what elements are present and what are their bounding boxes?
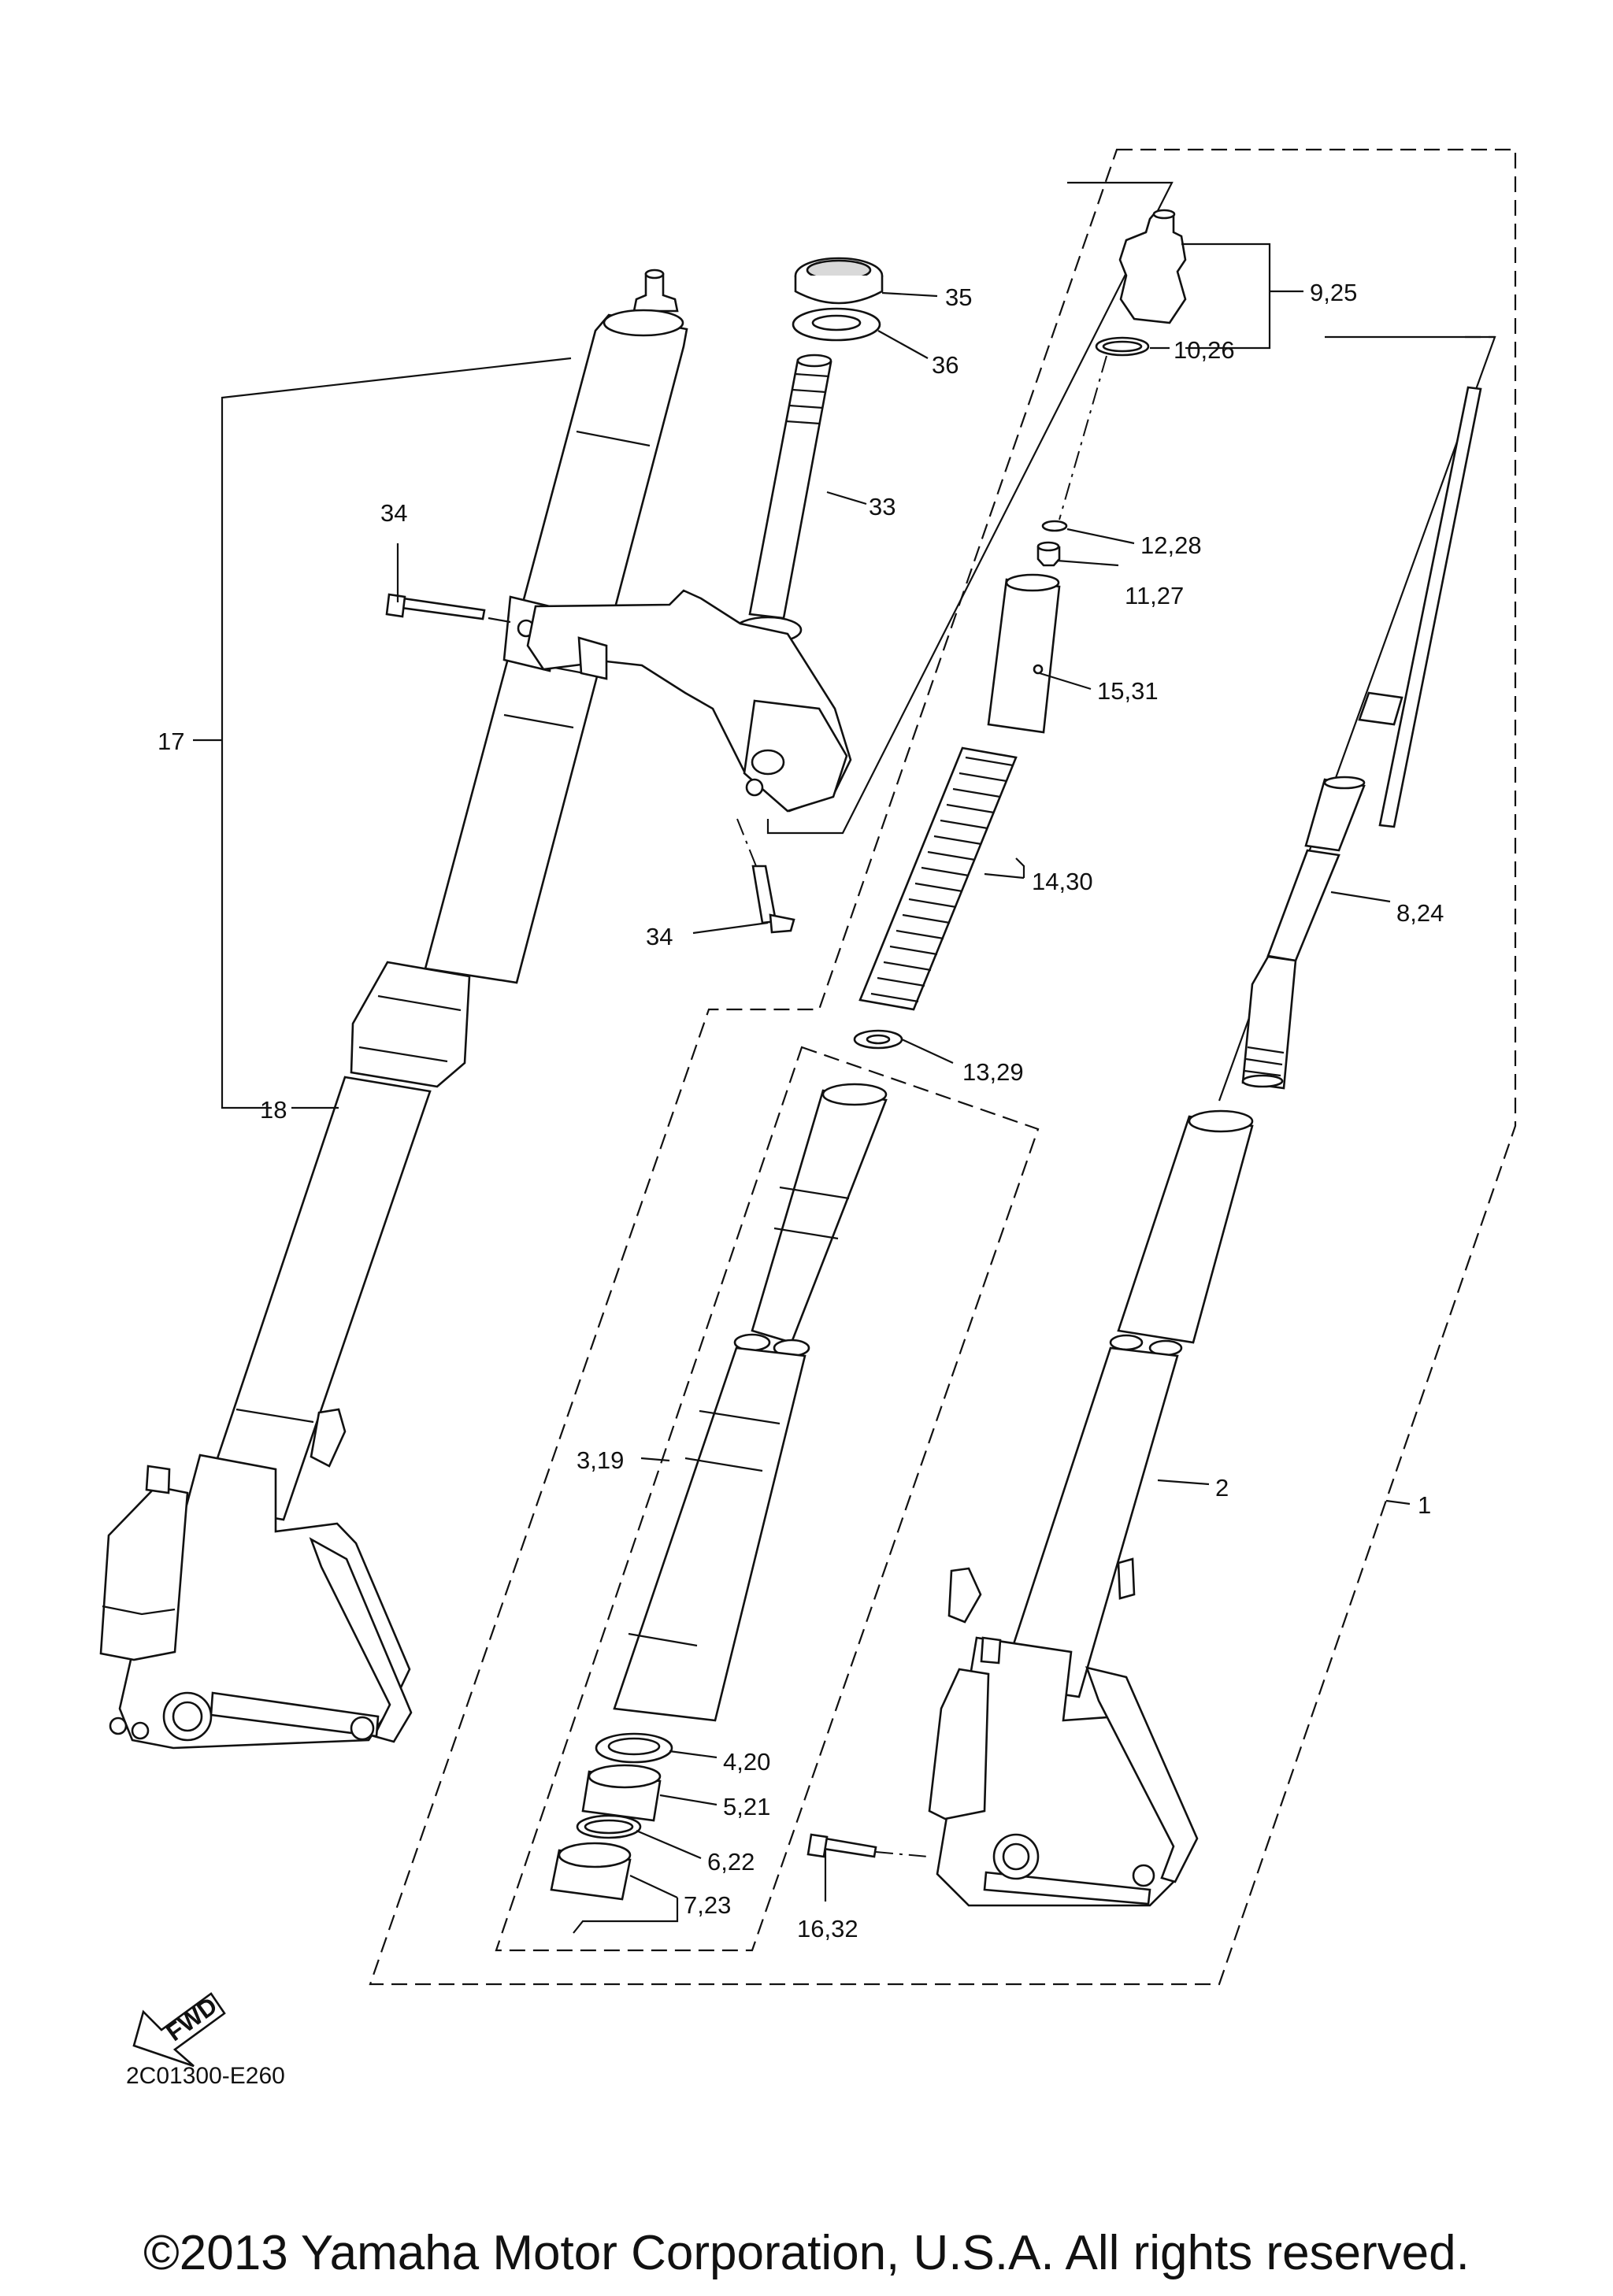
diagram-code: 2C01300-E260 (126, 2063, 285, 2089)
callout-2: 2 (1215, 1474, 1229, 1502)
left-fork-assembly (99, 268, 688, 1750)
clip-6 (576, 1814, 642, 1839)
outer-assembly-frame (369, 148, 1517, 1986)
steering-bearing (794, 257, 884, 305)
callout-34-lower: 34 (646, 923, 673, 950)
dust-seal-4 (595, 1732, 673, 1764)
callout-4-20: 4,20 (723, 1748, 770, 1776)
callout-15-31: 15,31 (1097, 677, 1159, 705)
callout-13-29: 13,29 (962, 1058, 1024, 1086)
seal-7 (550, 1842, 632, 1901)
callout-8-24: 8,24 (1396, 899, 1444, 927)
bolt-34-lower (751, 865, 795, 934)
inner-tube (613, 1083, 888, 1722)
callout-34-upper: 34 (380, 499, 407, 527)
fork-spring (858, 746, 1018, 1011)
bolt-34-upper (385, 593, 486, 620)
callout-10-26: 10,26 (1174, 336, 1235, 364)
callout-14-30: 14,30 (1032, 868, 1093, 895)
adjuster-rod-11 (1036, 541, 1061, 567)
fork-cap-bolt (1118, 209, 1187, 324)
callout-6-22: 6,22 (707, 1848, 755, 1876)
washer-12 (1041, 520, 1068, 532)
steering-stem-assembly (526, 354, 852, 813)
callout-3-19: 3,19 (577, 1446, 624, 1474)
callout-5-21: 5,21 (723, 1793, 770, 1820)
fwd-arrow-icon: FWD (132, 1991, 226, 2068)
callout-1: 1 (1418, 1491, 1431, 1519)
callout-18: 18 (260, 1096, 287, 1124)
o-ring (1095, 336, 1150, 357)
callout-36: 36 (932, 351, 959, 379)
bolt-16 (806, 1833, 877, 1858)
callout-35: 35 (945, 283, 972, 311)
callout-16-32: 16,32 (797, 1915, 858, 1942)
inner-tube-frame (495, 1046, 1040, 1952)
callout-7-23: 7,23 (684, 1891, 731, 1919)
callout-12-28: 12,28 (1140, 531, 1202, 559)
damper-rod-assembly (1241, 386, 1482, 1090)
callout-9-25: 9,25 (1310, 279, 1357, 306)
callout-17: 17 (158, 728, 184, 755)
oil-seal-5 (581, 1764, 662, 1822)
callout-33: 33 (869, 493, 895, 520)
copyright-notice: ©2013 Yamaha Motor Corporation, U.S.A. A… (143, 2226, 1470, 2280)
outer-tube (928, 1109, 1254, 1907)
bearing-seal (792, 307, 881, 342)
steering-assembly-frame (766, 181, 1174, 835)
washer-13 (853, 1029, 903, 1050)
leader-lines (193, 243, 1411, 1934)
spacer-15 (987, 573, 1061, 734)
callout-11-27: 11,27 (1125, 582, 1184, 609)
